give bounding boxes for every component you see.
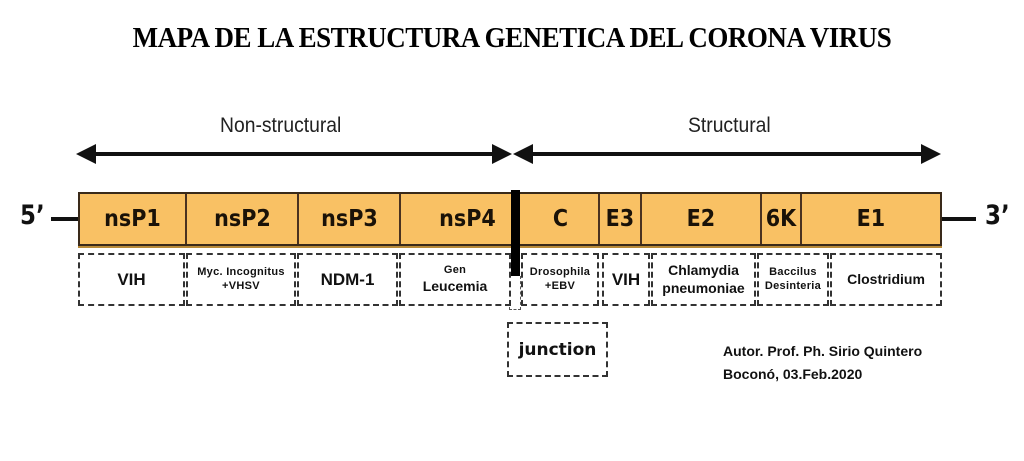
annotation-text: pneumoniae <box>662 279 745 296</box>
annotation-nsp2: Myc. Incognitus +VHSV <box>186 253 296 306</box>
structural-label: Structural <box>688 114 771 137</box>
annotation-text: Leucemia <box>422 277 488 294</box>
segment-label: E3 <box>605 206 635 232</box>
segment-label: nsP2 <box>213 206 271 232</box>
author-name: Autor. Prof. Ph. Sirio Quintero <box>723 343 923 359</box>
junction-label-box: junction <box>507 322 608 377</box>
structural-arrow <box>513 144 941 164</box>
five-prime-line <box>51 217 79 221</box>
author-place-date: Boconó, 03.Feb.2020 <box>723 366 863 382</box>
segment-label: nsP4 <box>438 206 496 232</box>
segment-c: C <box>522 194 600 244</box>
junction-label: junction <box>518 339 597 360</box>
annotation-text: Gen <box>443 263 467 276</box>
annotation-text: Drosophila <box>529 265 591 278</box>
segment-label: nsP1 <box>104 206 161 232</box>
annotation-text: +EBV <box>544 279 576 292</box>
author-credit: Autor. Prof. Ph. Sirio Quintero Boconó, … <box>723 340 922 386</box>
annotation-text: Chlamydia <box>668 262 739 278</box>
annotation-6k: Baccilus Desinteria <box>757 253 829 306</box>
non-structural-arrow <box>76 144 512 164</box>
annotation-c: Drosophila +EBV <box>521 253 599 306</box>
junction-marker <box>511 190 520 276</box>
annotation-text: Desinteria <box>764 279 822 292</box>
segment-nsp4: nsP4 <box>401 194 513 244</box>
arrow-head-left-icon <box>513 144 533 164</box>
segment-6k: 6K <box>762 194 802 244</box>
segment-nsp3: nsP3 <box>299 194 401 244</box>
segment-label: E2 <box>686 206 716 232</box>
segment-nsp2: nsP2 <box>187 194 299 244</box>
annotation-e1: Clostridium <box>830 253 942 306</box>
segment-e1: E1 <box>802 194 940 244</box>
annotation-nsp1: VIH <box>78 253 185 306</box>
annotation-text: VIH <box>117 269 146 289</box>
five-prime-label: 5’ <box>20 200 45 231</box>
non-structural-label: Non-structural <box>220 114 342 137</box>
segment-nsp1: nsP1 <box>80 194 187 244</box>
segment-label: nsP3 <box>320 206 378 232</box>
genome-bar: nsP1 nsP2 nsP3 nsP4 C E3 E2 6K E1 <box>78 192 942 246</box>
arrow-head-left-icon <box>76 144 96 164</box>
annotation-text: Baccilus <box>769 265 817 278</box>
diagram-title: MAPA DE LA ESTRUCTURA GENETICA DEL CORON… <box>132 22 892 54</box>
annotation-nsp3: NDM-1 <box>297 253 398 306</box>
annotation-text: VIH <box>611 269 641 289</box>
arrow-head-right-icon <box>492 144 512 164</box>
annotation-text: Clostridium <box>847 270 925 287</box>
three-prime-line <box>942 217 976 221</box>
annotation-e2: Chlamydia pneumoniae <box>651 253 756 306</box>
segment-label: 6K <box>765 206 797 232</box>
annotation-text: Myc. Incognitus <box>197 265 285 278</box>
segment-e2: E2 <box>642 194 762 244</box>
annotation-text: +VHSV <box>222 279 260 292</box>
annotation-text: NDM-1 <box>320 269 375 289</box>
three-prime-label: 3’ <box>985 200 1010 231</box>
annotation-e3: VIH <box>602 253 650 306</box>
arrow-head-right-icon <box>921 144 941 164</box>
segment-e3: E3 <box>600 194 642 244</box>
segment-label: E1 <box>856 206 886 232</box>
annotation-nsp4: Gen Leucemia <box>399 253 511 306</box>
segment-label: C <box>552 206 568 232</box>
